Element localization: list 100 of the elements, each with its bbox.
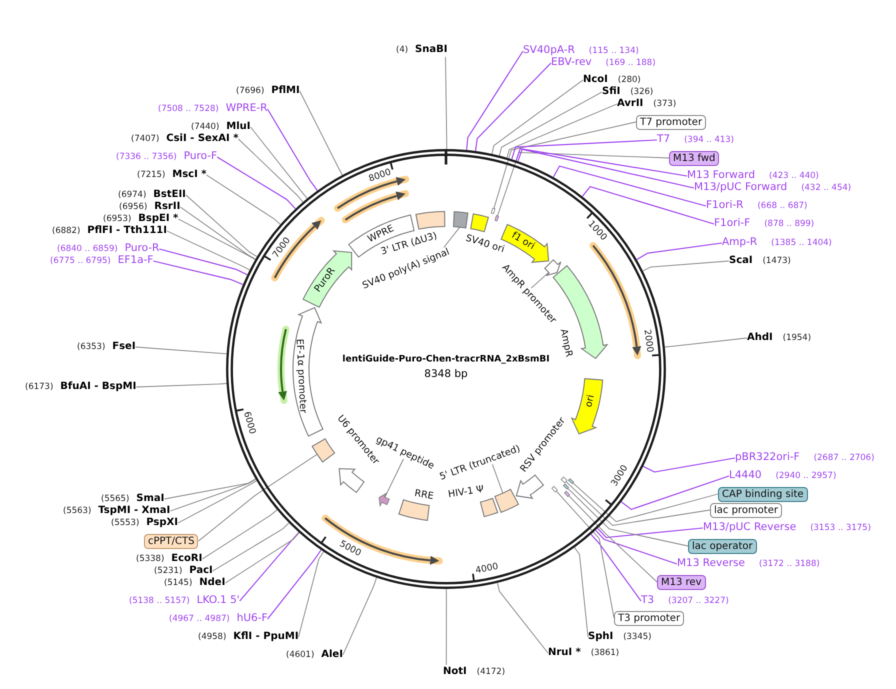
leader-line	[216, 156, 296, 210]
tick-label: 4000	[474, 562, 499, 576]
leader-line	[298, 551, 324, 638]
leader-line	[170, 478, 256, 512]
feature-label: AmpR	[558, 328, 575, 358]
leader-line	[664, 338, 748, 348]
tick-label: 2000	[642, 329, 655, 354]
leader-line	[445, 56, 448, 150]
plasmid-size: 8348 bp	[424, 368, 468, 380]
leader-line	[506, 104, 618, 158]
primer-position: (7336 .. 7356)	[116, 151, 177, 164]
leader-line	[202, 509, 278, 560]
tick-label: 8000	[367, 168, 392, 185]
leader-line	[474, 62, 552, 152]
leader-line	[342, 577, 377, 656]
primer-position: (4967 .. 4987)	[169, 613, 230, 626]
leader-line	[590, 534, 642, 602]
primer-position: (3172 .. 3188)	[758, 558, 820, 571]
enzyme-name: SfiI	[602, 85, 620, 98]
enzyme-name: NruI *	[548, 646, 581, 659]
enzyme-name: EcoRI	[171, 552, 202, 565]
leader-line	[568, 495, 658, 582]
feature-label: lac operator	[688, 538, 757, 554]
leader-line	[511, 139, 658, 160]
leader-line	[299, 90, 343, 176]
leader-line	[595, 530, 678, 565]
leader-line	[239, 532, 300, 602]
site-position: (6953)	[103, 213, 132, 225]
enzyme-name: TspMI - XmaI	[98, 504, 170, 517]
leader-line	[185, 194, 258, 257]
leader-line	[516, 148, 688, 177]
leader-line	[166, 230, 250, 270]
leader-line	[492, 464, 504, 494]
site-position: (5563)	[63, 505, 92, 518]
enzyme-name: RsrII	[154, 200, 180, 213]
primer-position: (115 .. 134)	[588, 45, 639, 57]
leader-line	[552, 166, 706, 207]
primer-position: (878 .. 899)	[764, 218, 814, 231]
site-position: (5231)	[154, 565, 182, 578]
primer-name: Amp-R	[722, 236, 758, 249]
primer-position: (668 .. 687)	[757, 200, 808, 213]
enzyme-name: SnaBI	[415, 43, 448, 56]
leader-line	[135, 346, 227, 354]
primer-position: (1385 .. 1404)	[771, 237, 832, 250]
feature-label: T7 promoter	[636, 114, 706, 130]
leader-line	[572, 482, 718, 522]
primer-name: F1ori-R	[706, 199, 744, 212]
primer-position: (423 .. 440)	[768, 170, 819, 182]
feature-label: HIV-1 Ψ	[447, 484, 484, 501]
site-position: (4)	[396, 44, 408, 57]
site-position: (5565)	[101, 493, 130, 506]
enzyme-name: PflFI - Tth111I	[87, 224, 167, 237]
site-position: (5145)	[164, 577, 192, 590]
enzyme-name: MscI *	[172, 168, 207, 181]
primer-name: Puro-R	[124, 242, 160, 255]
site-position: (6353)	[77, 341, 106, 354]
leader-line	[621, 475, 730, 510]
leader-line	[153, 260, 244, 285]
site-position: (6974)	[118, 189, 146, 202]
enzyme-name: NcoI	[583, 73, 608, 86]
site-position: (280)	[618, 74, 641, 86]
primer-name: Puro-F	[184, 150, 218, 163]
primer-name: EF1a-F	[118, 254, 154, 267]
leader-line	[466, 50, 524, 150]
feature-label: EF-1α promoter	[294, 338, 309, 414]
feature-label: CAP binding site	[718, 486, 808, 502]
enzyme-name: MluI	[226, 120, 250, 133]
enzyme-name: BfuAI - BspMI	[60, 380, 136, 393]
site-position: (3861)	[590, 647, 620, 660]
primer-name: M13 Forward	[687, 169, 755, 182]
leader-line	[565, 481, 710, 526]
primer-position: (432 .. 454)	[801, 182, 852, 195]
leader-line	[498, 92, 602, 156]
leader-line	[493, 122, 636, 209]
enzyme-name: KflI - PpuMI	[233, 630, 299, 643]
feature-label: T3 promoter	[614, 610, 684, 626]
leader-line	[642, 457, 736, 473]
enzyme-name: PacI	[189, 564, 213, 577]
site-position: (1954)	[782, 332, 812, 345]
site-position: (5338)	[136, 553, 164, 566]
feature-label: f1 ori	[509, 230, 536, 252]
leader-line	[556, 490, 614, 618]
enzyme-name: PflMI	[271, 84, 300, 97]
primer-name: WPRE-R	[226, 102, 268, 115]
site-position: (7696)	[236, 85, 264, 98]
feature-label: M13 rev	[657, 574, 706, 590]
leader-line	[496, 582, 548, 654]
leader-line	[198, 454, 318, 542]
enzyme-name: PspXI	[146, 516, 178, 529]
leader-line	[267, 550, 322, 620]
site-position: (4172)	[476, 666, 506, 679]
primer-name: M13/pUC Forward	[694, 181, 788, 194]
site-position: (3345)	[623, 631, 652, 644]
leader-line	[384, 458, 404, 498]
primer-name: M13/pUC Reverse	[703, 521, 796, 534]
enzyme-name: AvrII	[617, 97, 644, 110]
enzyme-name: NdeI	[199, 576, 226, 589]
enzyme-name: BspEI *	[138, 212, 178, 225]
leader-line	[636, 242, 722, 260]
primer-name: T3	[641, 594, 654, 607]
